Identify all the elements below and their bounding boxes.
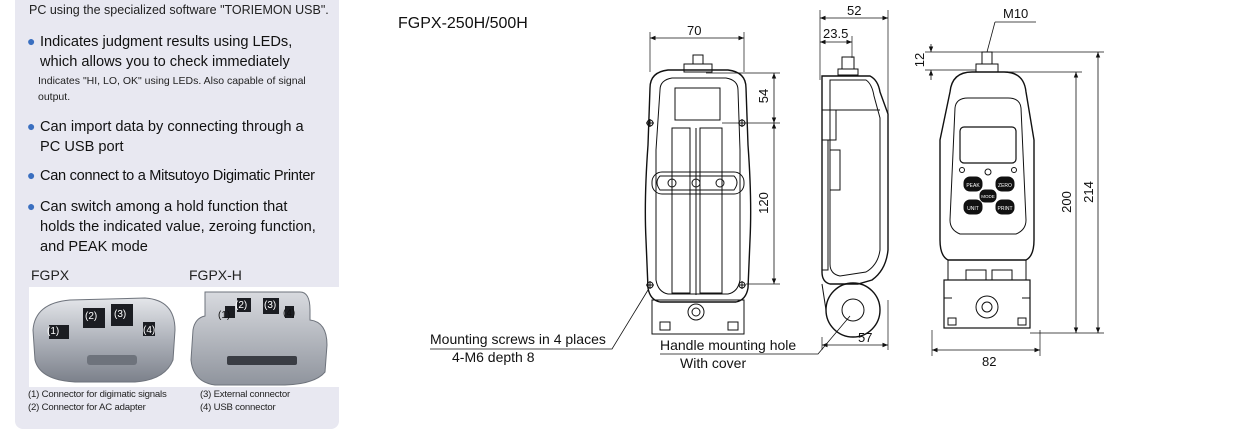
callout-mounting-screws: Mounting screws in 4 places xyxy=(430,331,606,347)
drawing-title: FGPX-250H/500H xyxy=(398,15,528,32)
legend-connector-2: (2) Connector for AC adapter xyxy=(28,402,146,413)
photo-label-fgpx: FGPX xyxy=(31,267,70,283)
connector-mark-1: (1) xyxy=(47,326,60,337)
dim-height-200: 200 xyxy=(1059,191,1074,213)
bullet-icon: ● xyxy=(27,118,36,134)
key-zero: ZERO xyxy=(998,183,1012,189)
dim-height-214: 214 xyxy=(1081,181,1096,203)
fgpx-h-photo xyxy=(187,287,339,387)
photo-label-fgpx-h: FGPX-H xyxy=(189,267,242,283)
callout-with-cover: With cover xyxy=(680,355,746,371)
key-mode: MODE xyxy=(981,194,995,199)
connector-mark-h3: (3) xyxy=(264,300,277,311)
intro-text: PC using the specialized software "TORIE… xyxy=(29,3,329,17)
connector-mark-h2: (2) xyxy=(235,300,248,311)
bullet-icon: ● xyxy=(27,198,36,214)
feature-panel: PC using the specialized software "TORIE… xyxy=(15,0,339,429)
dim-width-52: 52 xyxy=(847,3,861,18)
dim-width-70: 70 xyxy=(687,23,701,38)
key-print: PRINT xyxy=(998,206,1013,212)
side-view xyxy=(821,56,889,338)
back-view xyxy=(644,54,752,335)
callout-handle-hole: Handle mounting hole xyxy=(660,337,796,353)
connector-mark-4: (4) xyxy=(143,325,156,336)
dim-height-54: 54 xyxy=(756,89,771,103)
dim-width-57: 57 xyxy=(858,330,872,345)
key-unit: UNIT xyxy=(967,206,979,212)
fgpx-photo xyxy=(29,287,189,387)
bullet-icon: ● xyxy=(27,167,36,183)
connector-mark-3: (3) xyxy=(114,309,127,320)
dim-thread-m10: M10 xyxy=(1003,6,1028,21)
front-view xyxy=(939,51,1035,329)
key-peak: PEAK xyxy=(966,183,980,189)
dim-width-23-5: 23.5 xyxy=(823,26,848,41)
connector-mark-h1: (1) xyxy=(218,310,231,321)
callout-mounting-depth: 4-M6 depth 8 xyxy=(452,349,535,365)
legend-connector-1: (1) Connector for digimatic signals xyxy=(28,389,167,400)
legend-connector-4: (4) USB connector xyxy=(200,402,276,413)
legend-connector-3: (3) External connector xyxy=(200,389,290,400)
dim-width-82: 82 xyxy=(982,354,996,369)
connector-mark-h4: (4) xyxy=(283,308,296,319)
bullet-icon: ● xyxy=(27,33,36,49)
dim-height-12: 12 xyxy=(912,53,927,67)
connector-photos xyxy=(29,287,339,387)
dim-height-120: 120 xyxy=(756,192,771,214)
connector-mark-2: (2) xyxy=(85,311,98,322)
